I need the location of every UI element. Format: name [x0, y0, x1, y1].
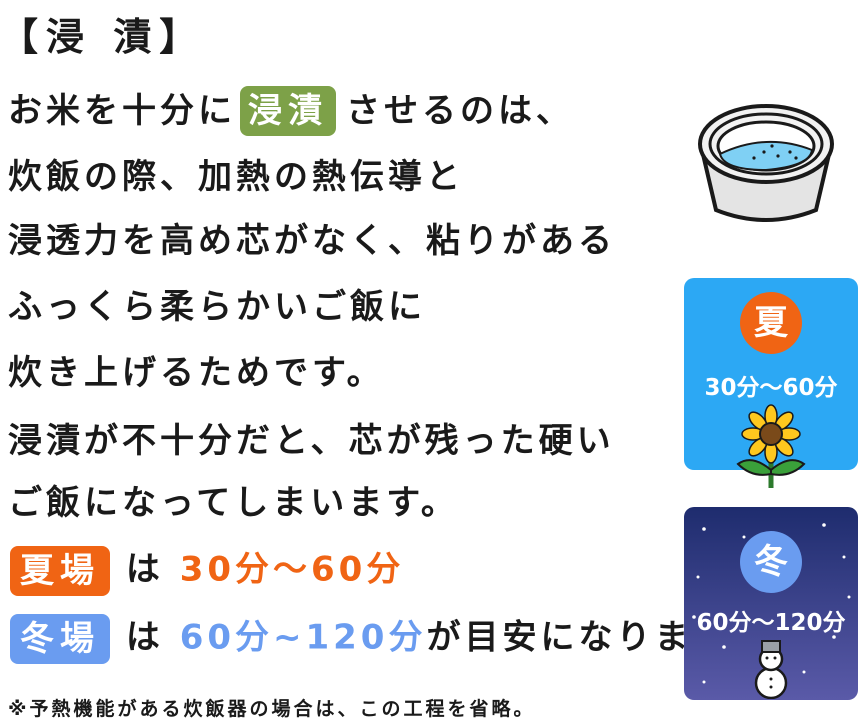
line1-post: させるのは、 [346, 91, 574, 131]
winter-row: 冬場 は 60分~120分が目安になります。 [10, 614, 765, 664]
summer-panel: 夏 30分～60分 [684, 278, 858, 488]
summer-panel-range: 30分～60分 [704, 375, 838, 401]
body-line-4: ふっくら柔らかいご飯に [8, 287, 426, 327]
body-line-7: ご飯になってしまいます。 [8, 483, 459, 523]
sunflower-icon [736, 404, 806, 488]
title-text: 浸 漬 [46, 15, 160, 59]
body-line-2: 炊飯の際、加熱の熱伝導と [8, 157, 464, 197]
soaking-highlight: 浸漬 [240, 86, 336, 136]
winter-badge: 冬場 [10, 614, 110, 664]
summer-range: 30分～60分 [179, 549, 405, 590]
water-bowl-icon [698, 104, 834, 222]
snowfall-icon [692, 523, 851, 684]
line1-pre: お米を十分に [8, 91, 236, 131]
summer-row: 夏場 は 30分～60分 [10, 546, 404, 596]
winter-range: 60分~120分 [179, 617, 427, 658]
summer-particle: は [125, 549, 164, 590]
body-line-6: 浸漬が不十分だと、芯が残った硬い [8, 421, 615, 461]
footnote: ※予熱機能がある炊飯器の場合は、この工程を省略。 [8, 698, 536, 720]
winter-circle: 冬 [740, 531, 802, 593]
summer-circle: 夏 [740, 292, 802, 354]
winter-particle: は [125, 617, 164, 658]
snowman-icon [754, 640, 788, 699]
section-title: 【浸 漬】 [0, 6, 205, 61]
winter-panel-range: 60分～120分 [696, 610, 846, 636]
body-line-1: お米を十分に浸漬させるのは、 [8, 86, 574, 136]
summer-badge: 夏場 [10, 546, 110, 596]
winter-panel: 冬 60分～120分 [684, 507, 858, 700]
body-line-5: 炊き上げるためです。 [8, 353, 385, 393]
body-line-3: 浸透力を高め芯がなく、粘りがある [8, 221, 616, 261]
title-close-bracket: 】 [159, 15, 206, 59]
title-open-bracket: 【 [0, 15, 47, 59]
